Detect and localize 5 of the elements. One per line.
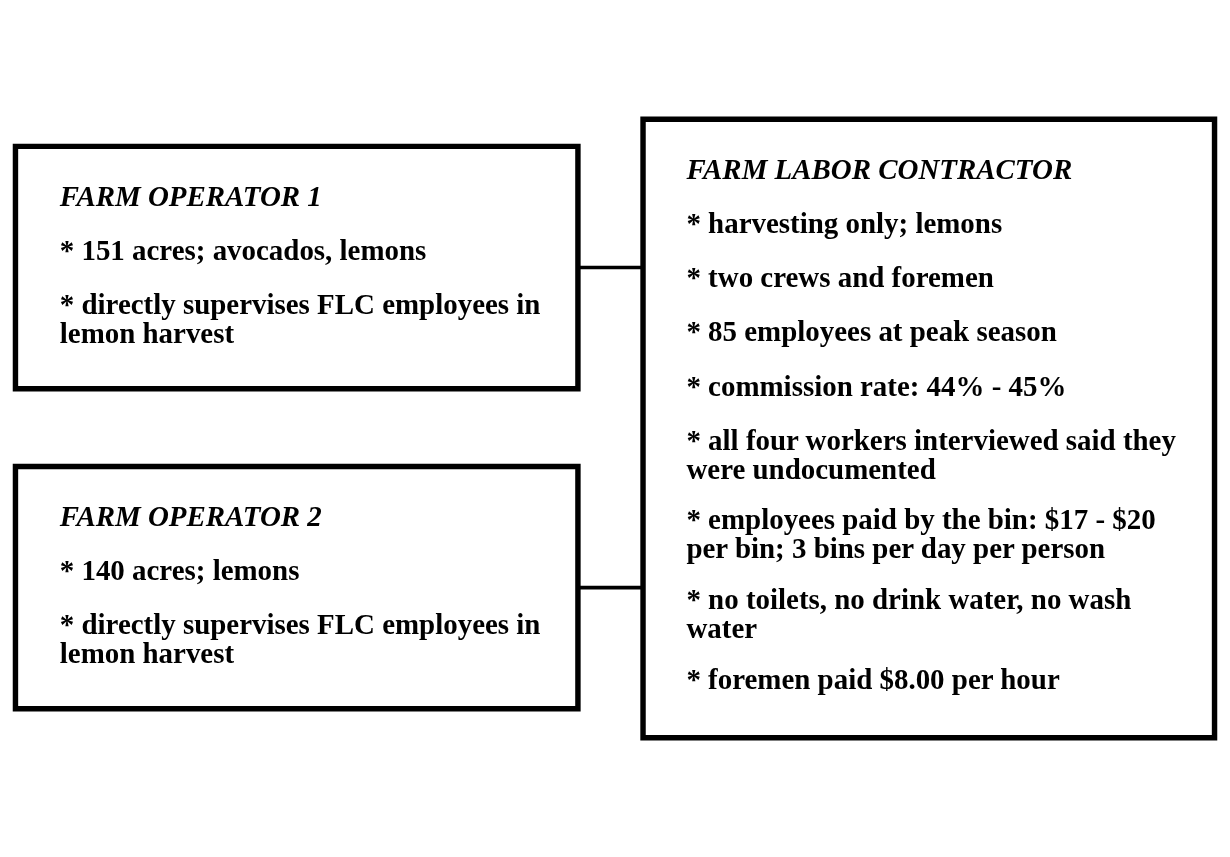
connector <box>578 265 643 270</box>
node-box: FARM OPERATOR 2 * 140 acres; lemons * directly supervises FLC employees in lemon harvest <box>12 463 581 712</box>
node-box: FARM LABOR CONTRACTOR * harvesting only; lemons * two crews and foremen * 85 employees at peak season * commission rate: 44% - 45% * all four workers interviewed said they were undocumented * employees paid by the bin: $17 - $20 per bin; 3 bins per day per person * no toilets, no drink water, no wash water * foremen paid $8.00 per hour <box>640 116 1218 741</box>
node-box: FARM OPERATOR 1 * 151 acres; avocados, lemons * directly supervises FLC employees in lemon harvest <box>12 143 581 392</box>
connector <box>578 585 643 590</box>
